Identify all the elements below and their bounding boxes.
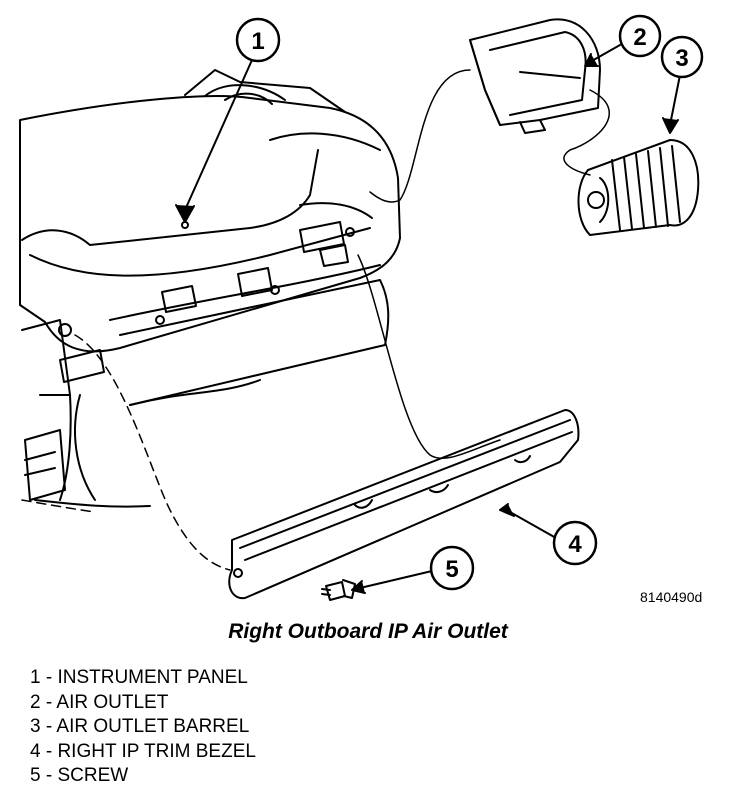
callout-5-label: 5 — [445, 556, 458, 583]
figure-caption: Right Outboard IP Air Outlet — [228, 620, 508, 643]
air-outlet-barrel-drawing — [577, 139, 700, 236]
screw-drawing — [321, 579, 356, 601]
figure-id: 8140490d — [640, 589, 703, 605]
callout-1-circle — [235, 17, 281, 63]
legend-item: 1 - INSTRUMENT PANEL — [30, 667, 248, 688]
callout-1-label: 1 — [251, 28, 264, 55]
trim-bezel-drawing — [228, 409, 580, 600]
legend-item: 4 - RIGHT IP TRIM BEZEL — [30, 740, 256, 762]
callout-3-circle — [660, 35, 704, 79]
legend-item: 5 - SCREW — [30, 765, 129, 786]
assembly-lines — [21, 69, 610, 571]
callout-2-label: 2 — [633, 24, 646, 51]
exploded-view-illustration: 1 2 3 4 5 — [19, 14, 704, 601]
callout-4-label: 4 — [568, 531, 582, 558]
callout-4-circle — [552, 520, 598, 566]
callout-5-circle — [429, 545, 475, 591]
callout-circles — [235, 14, 704, 591]
leader-lines — [175, 44, 681, 594]
instrument-panel-drawing — [19, 69, 401, 508]
callout-2-circle — [618, 14, 662, 58]
legend-item: 3 - AIR OUTLET BARREL — [30, 716, 250, 737]
legend-item: 2 - AIR OUTLET — [30, 691, 169, 713]
parts-legend: 1 - INSTRUMENT PANEL 2 - AIR OUTLET 3 - … — [30, 666, 256, 789]
callout-3-label: 3 — [675, 45, 688, 72]
air-outlet-drawing — [469, 18, 601, 134]
